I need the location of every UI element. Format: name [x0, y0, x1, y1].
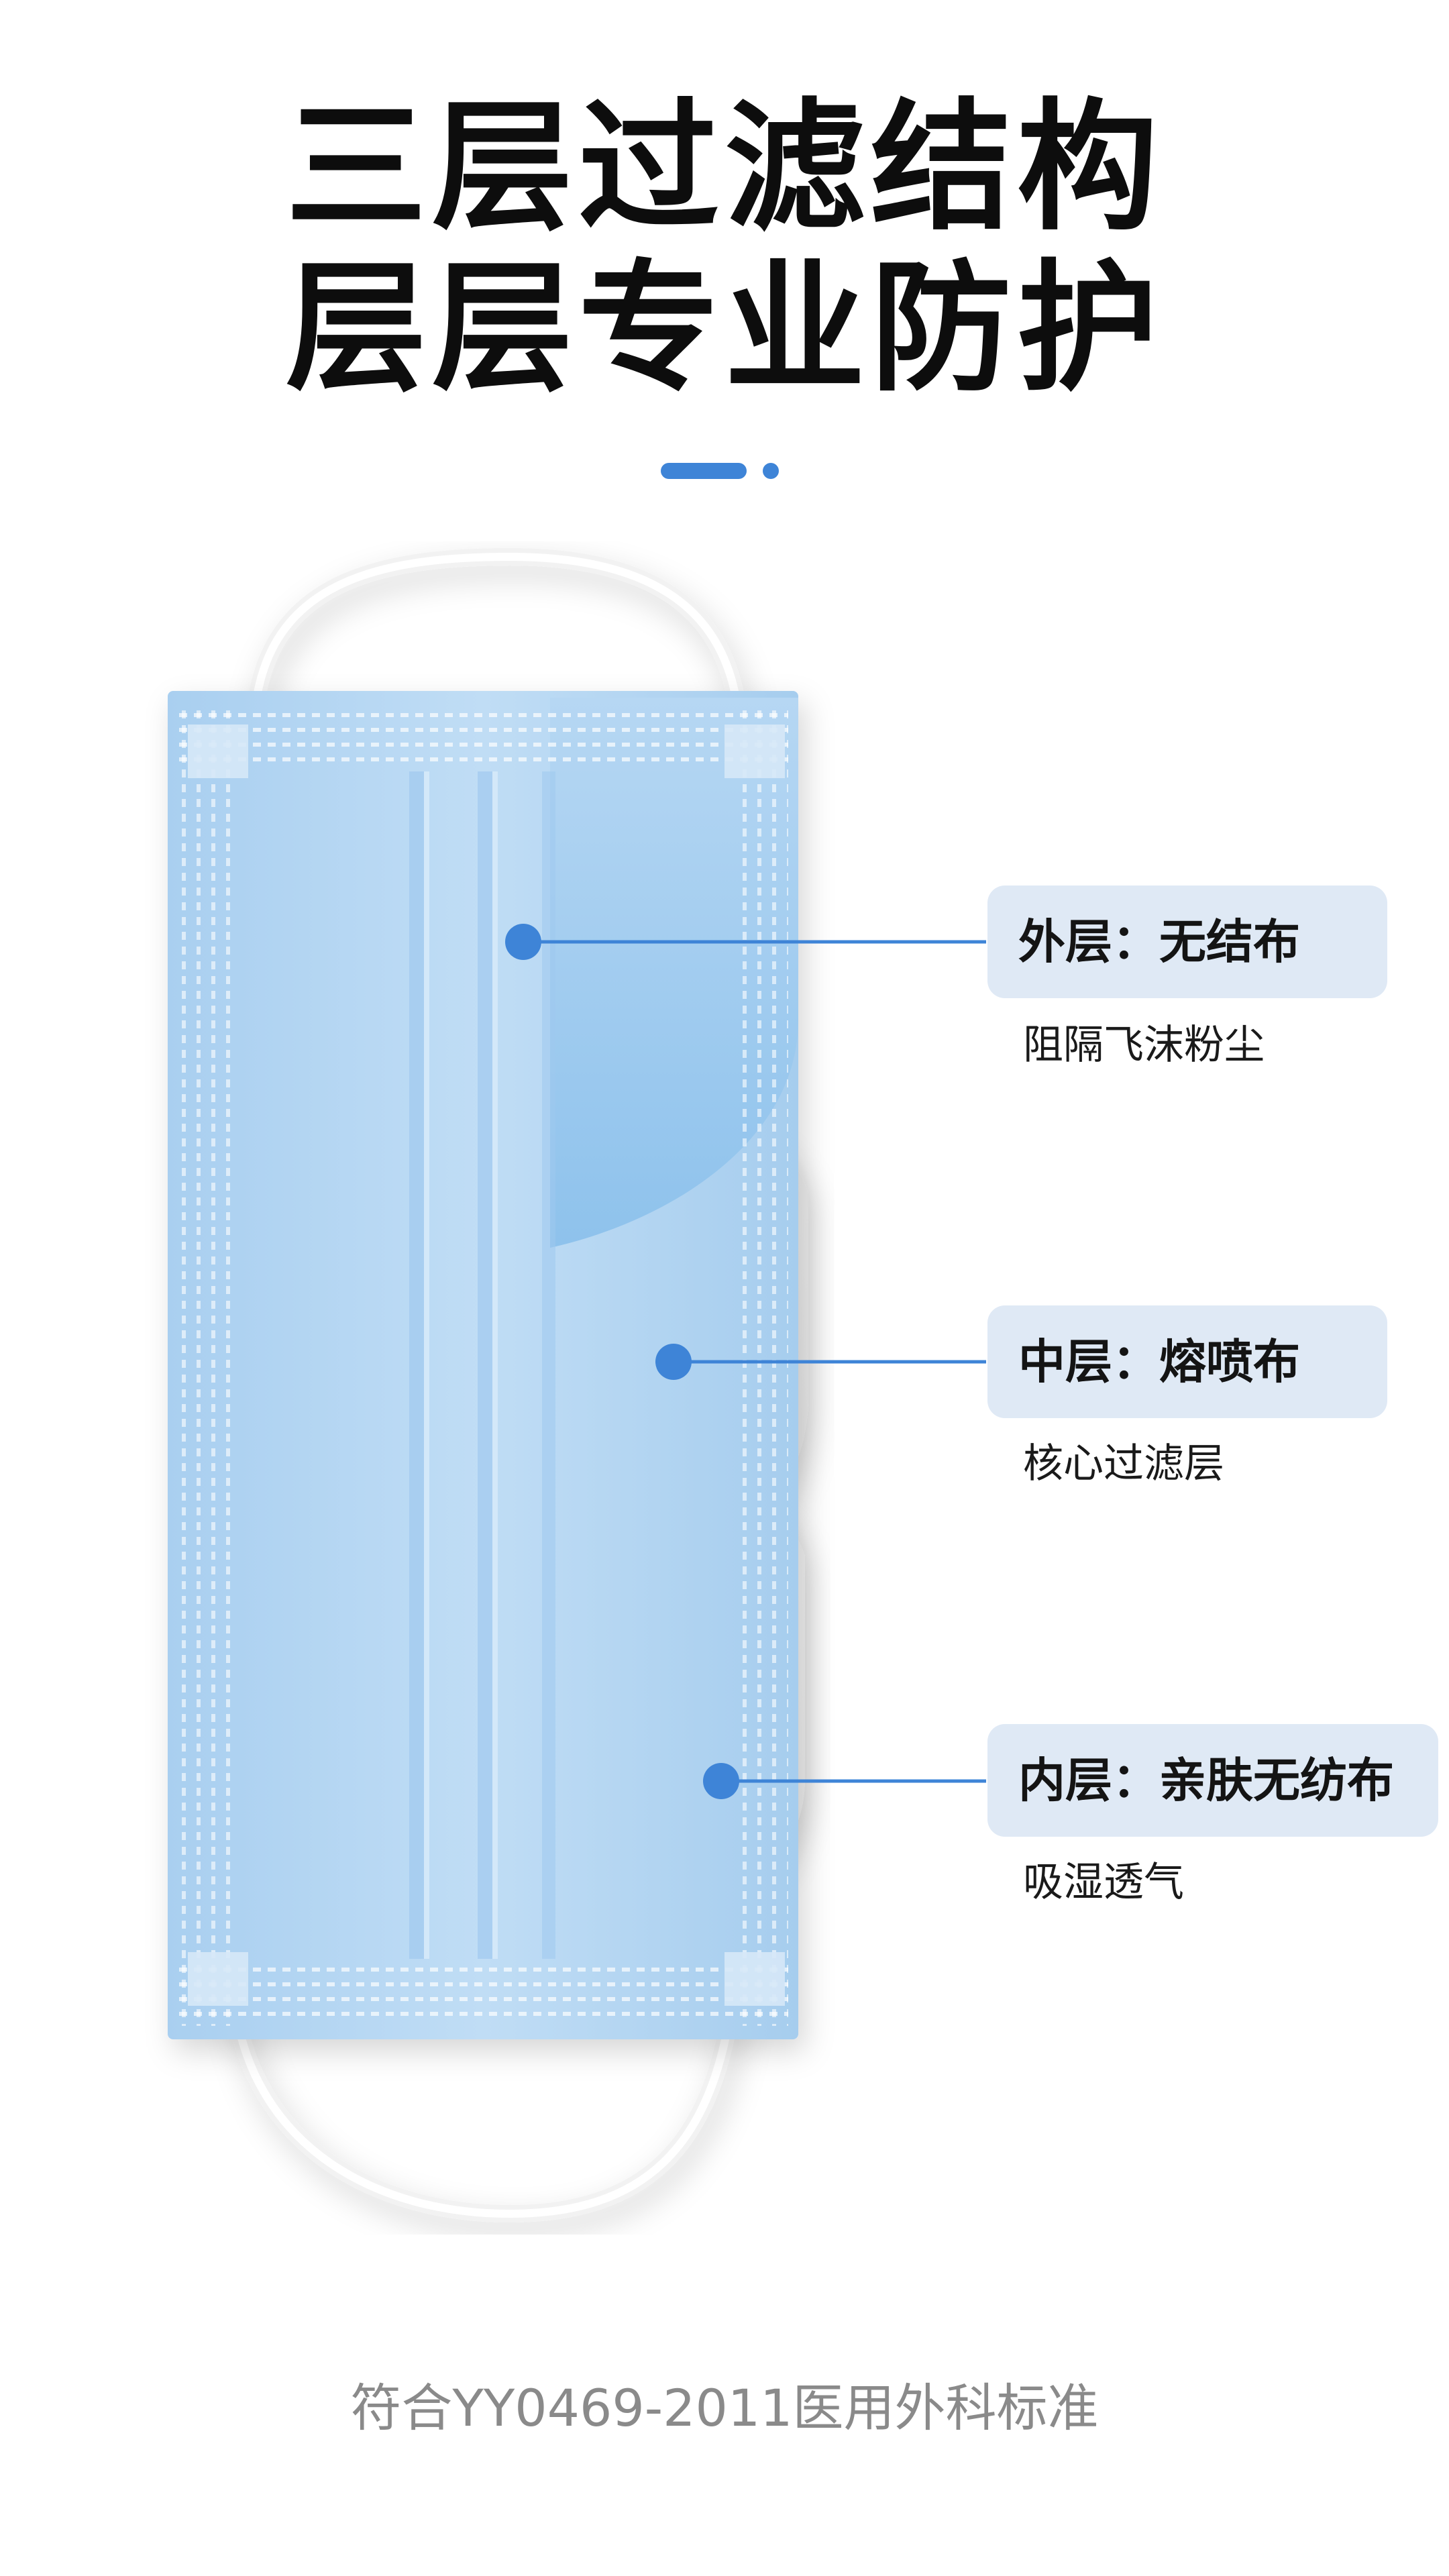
outer-layer-label: 外层：无结布 — [987, 885, 1387, 998]
standard-compliance-note: 符合YY0469-2011医用外科标准 — [350, 2378, 1099, 2438]
headline: 三层过滤结构 层层专业防护 — [0, 87, 1449, 409]
accent-dot — [763, 463, 779, 479]
outer-layer-description: 阻隔飞沫粉尘 — [1023, 1022, 1265, 1069]
inner-layer-description: 吸湿透气 — [1023, 1859, 1184, 1906]
inner-layer-label: 内层：亲肤无纺布 — [987, 1724, 1438, 1837]
middle-layer-label: 中层：熔喷布 — [987, 1305, 1387, 1418]
middle-layer-description: 核心过滤层 — [1023, 1440, 1224, 1487]
headline-line-2: 层层专业防护 — [285, 246, 1163, 411]
accent-dash — [661, 463, 747, 479]
headline-line-1: 三层过滤结构 — [285, 85, 1163, 250]
